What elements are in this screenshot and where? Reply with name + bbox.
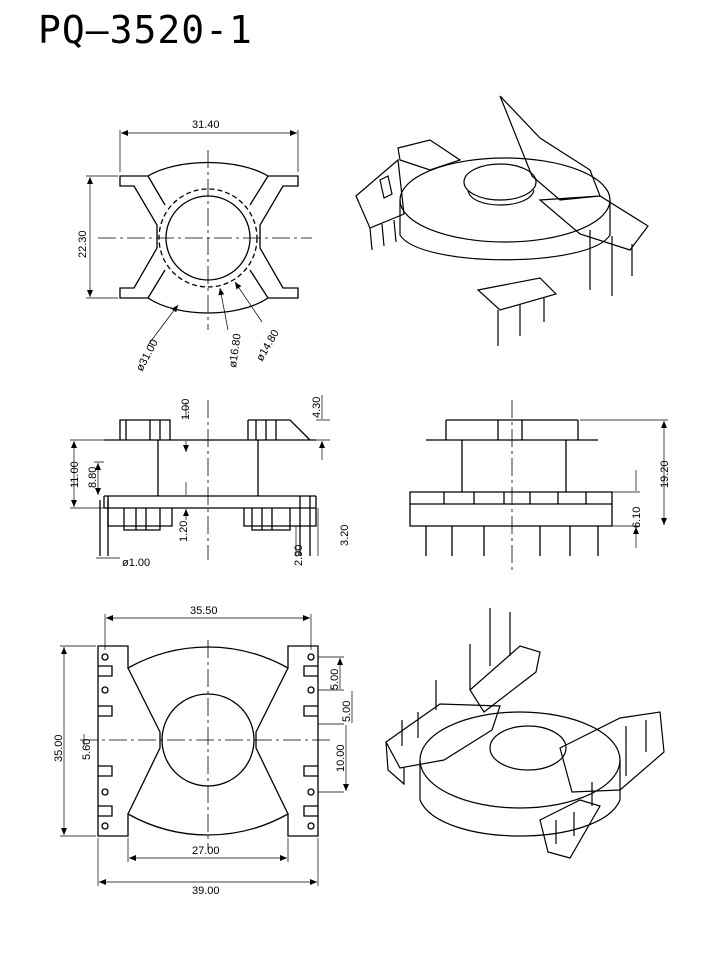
front-overall-label: 11.00 — [69, 461, 81, 488]
iso-top-hole — [463, 163, 537, 201]
front-inner-label: 8.80 — [87, 467, 99, 488]
top-view-inner-lines — [147, 175, 269, 299]
bottom-outer-width-label: 39.00 — [192, 885, 220, 897]
iso-bottom-right-comb — [559, 711, 665, 793]
iso-top-left-comb — [355, 139, 462, 251]
bottom-view-pin-holes — [101, 653, 315, 830]
top-view — [86, 130, 312, 346]
top-hole-dia-label: ø14.80 — [254, 328, 282, 364]
front-top-thickness-label: 1.00 — [180, 399, 192, 420]
front-pins — [99, 500, 311, 556]
front-pin-blocks — [107, 496, 317, 531]
front-top-flange — [104, 419, 316, 441]
iso-top-bottom-tab — [476, 277, 558, 346]
top-height-label: 22.30 — [77, 230, 89, 258]
bottom-offset-label: 5.60 — [81, 739, 93, 760]
bottom-inner-width-label: 27.00 — [192, 845, 220, 857]
top-outer-dia-label: ø31.00 — [134, 338, 161, 374]
side-pins — [425, 526, 599, 556]
bottom-pitch1-label: 5.00 — [329, 669, 341, 690]
front-pin-dia-label: ø1.00 — [122, 557, 150, 569]
side-height-label: 19.20 — [659, 460, 671, 488]
front-bottom-thickness-label: 1.20 — [178, 521, 190, 542]
top-view-body — [119, 161, 299, 314]
bottom-view-outline — [97, 645, 319, 837]
iso-bottom-top-comb — [469, 608, 541, 713]
front-core-tube — [157, 440, 259, 496]
iso-bottom-front-tab — [539, 782, 601, 859]
front-pin-length-label: 2.90 — [293, 545, 305, 566]
iso-bottom-left-comb — [385, 680, 501, 786]
iso-bottom-hole — [489, 725, 567, 771]
side-base-slots — [443, 492, 587, 504]
bottom-height-label: 35.00 — [53, 734, 65, 762]
iso-top-right-comb — [499, 95, 649, 296]
front-pin-total-label: 3.20 — [339, 525, 351, 546]
front-bottom-flange — [103, 495, 317, 509]
front-view — [70, 395, 330, 560]
top-width-label: 31.40 — [192, 119, 220, 131]
drawing-title: PQ—3520-1 — [38, 8, 253, 52]
side-base-height-label: 6.10 — [631, 507, 643, 528]
side-core — [461, 440, 567, 492]
bottom-view-centerlines — [80, 640, 330, 850]
isometric-view-top — [355, 95, 649, 346]
isometric-view-bottom — [385, 608, 665, 859]
bottom-view-slots — [98, 665, 318, 817]
bottom-span-label: 10.00 — [335, 744, 347, 772]
top-inner-dia-label: ø16.80 — [227, 333, 244, 369]
top-view-centerlines — [98, 150, 312, 330]
front-flange-label: 4.30 — [311, 397, 323, 418]
side-base — [409, 491, 613, 527]
bottom-view — [60, 614, 352, 886]
bottom-width-label: 35.50 — [190, 605, 218, 617]
side-view — [409, 400, 668, 570]
bottom-pitch2-label: 5.00 — [341, 701, 353, 722]
